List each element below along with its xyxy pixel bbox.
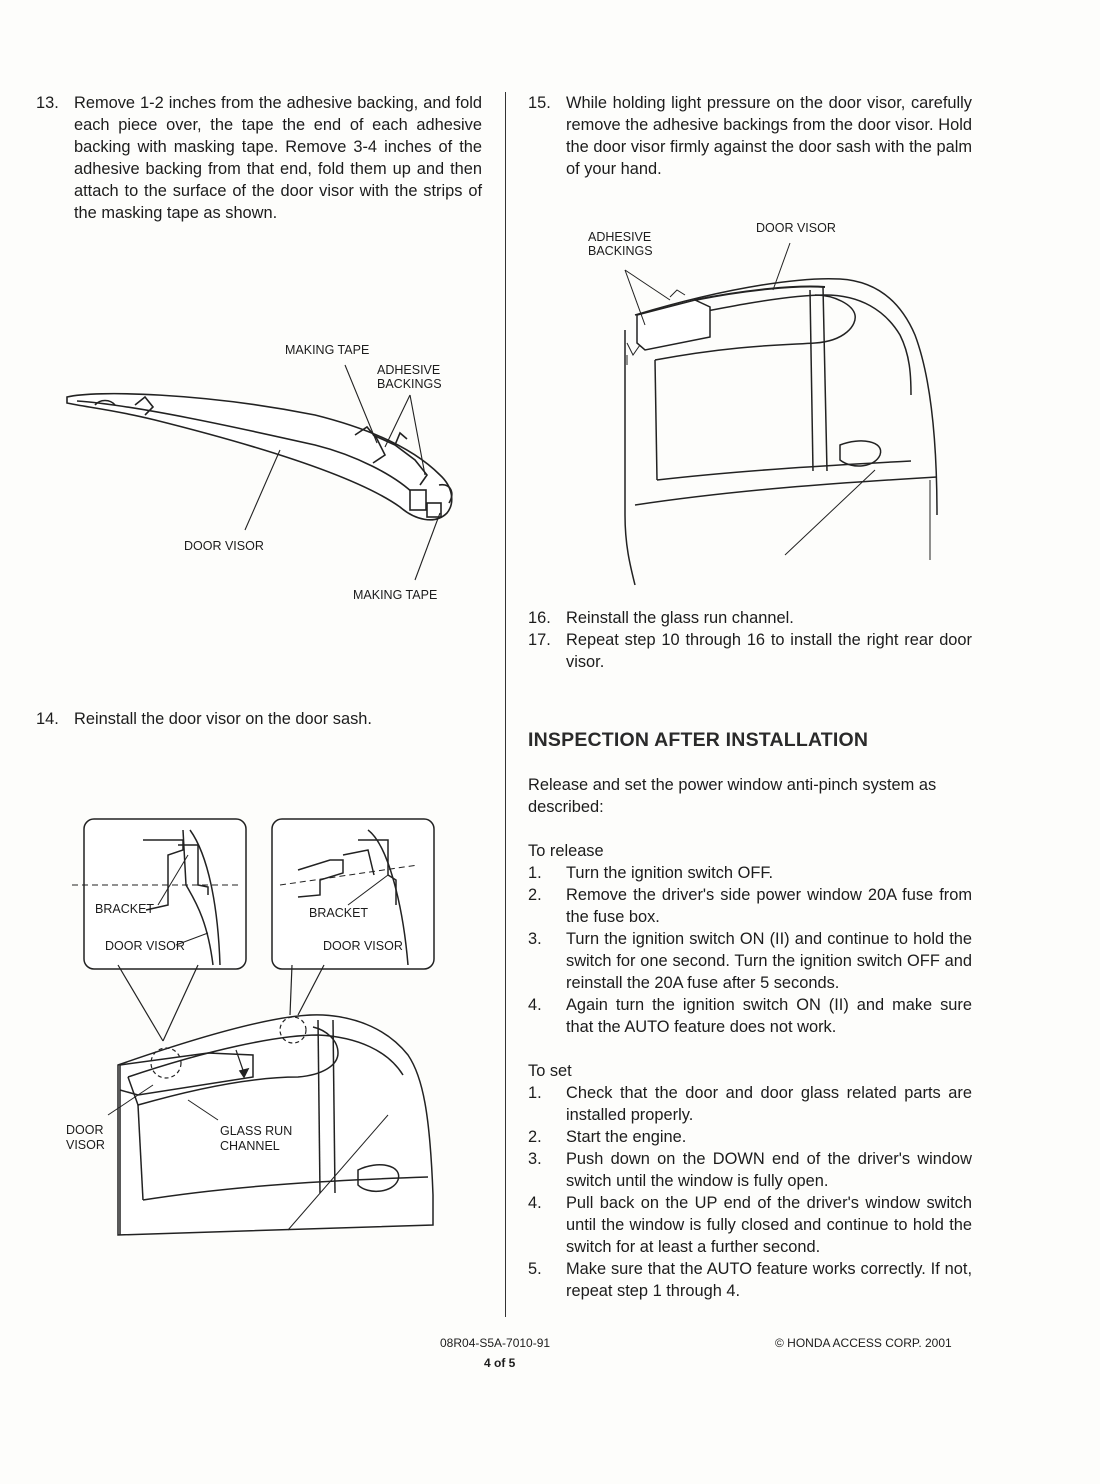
left-column: 13. Remove 1-2 inches from the adhesive … [36,92,482,224]
set-title: To set [528,1062,572,1080]
release-step: 2.Remove the driver's side power window … [528,886,972,926]
set-step: 1.Check that the door and door glass rel… [528,1084,972,1124]
doc-number: 08R04-S5A-7010-91 [440,1336,551,1350]
figure-remove-backings: ADHESIVE BACKINGS DOOR VISOR [588,221,938,586]
page-number: 4 of 5 [484,1356,516,1370]
label-visor: VISOR [66,1138,105,1152]
label-adhesive: ADHESIVE [588,230,651,244]
step-text: While holding light pressure on the door… [566,94,972,178]
step-text: Repeat step 10 through 16 to install the… [566,631,972,671]
copyright: © HONDA ACCESS CORP. 2001 [775,1336,952,1350]
step-text: Remove 1-2 inches from the adhesive back… [74,94,482,222]
step-number: 16. [528,609,551,627]
label-adhesive: ADHESIVE [377,363,440,377]
figure-visor-tape: MAKING TAPE ADHESIVE BACKINGS DOOR VISOR… [66,343,453,602]
label-glass-run: GLASS RUN [220,1124,292,1138]
label-door-visor: DOOR VISOR [184,539,264,553]
step-15: 15. While holding light pressure on the … [528,92,972,180]
label-backings: BACKINGS [588,244,653,258]
step-16: 16. Reinstall the glass run channel. [528,607,972,629]
release-title: To release [528,842,604,860]
right-lower: 16. Reinstall the glass run channel. 17.… [528,607,972,1302]
inspection-heading: INSPECTION AFTER INSTALLATION [528,729,869,751]
step-number: 14. [36,710,59,728]
release-step: 1.Turn the ignition switch OFF. [528,864,774,882]
label-door: DOOR [66,1123,104,1137]
label-door-visor: DOOR VISOR [756,221,836,235]
set-list: 1.Check that the door and door glass rel… [528,1082,972,1302]
label-door-visor-left: DOOR VISOR [105,939,185,953]
label-door-visor-right: DOOR VISOR [323,939,403,953]
set-step: 3.Push down on the DOWN end of the drive… [528,1150,972,1190]
step-17: 17. Repeat step 10 through 16 to install… [528,629,972,673]
label-bracket-right: BRACKET [309,906,368,920]
label-making-tape-bottom: MAKING TAPE [353,588,437,602]
column-divider [505,92,506,1317]
set-step: 2.Start the engine. [528,1128,687,1146]
step-number: 17. [528,631,551,649]
label-making-tape-top: MAKING TAPE [285,343,369,357]
step-text: Reinstall the glass run channel. [566,609,794,627]
inspection-intro: Release and set the power window anti-pi… [528,776,937,816]
release-step: 4.Again turn the ignition switch ON (II)… [528,996,972,1036]
set-step: 4.Pull back on the UP end of the driver'… [528,1194,972,1256]
figure-door-install: BRACKET DOOR VISOR BRACKET DOOR VISOR DO… [66,818,435,1236]
set-step: 5.Make sure that the AUTO feature works … [528,1260,972,1300]
right-column: 15. While holding light pressure on the … [528,92,972,180]
label-bracket-left: BRACKET [95,902,154,916]
label-channel: CHANNEL [220,1139,280,1153]
step-14-block: 14. Reinstall the door visor on the door… [36,708,482,730]
step-number: 13. [36,94,59,112]
label-backings: BACKINGS [377,377,442,391]
step-text: Reinstall the door visor on the door sas… [74,710,372,728]
step-number: 15. [528,94,551,112]
release-list: 1.Turn the ignition switch OFF. 2.Remove… [528,862,972,1038]
step-13: 13. Remove 1-2 inches from the adhesive … [36,92,482,224]
release-step: 3.Turn the ignition switch ON (II) and c… [528,930,972,992]
step-14: 14. Reinstall the door visor on the door… [36,708,482,730]
